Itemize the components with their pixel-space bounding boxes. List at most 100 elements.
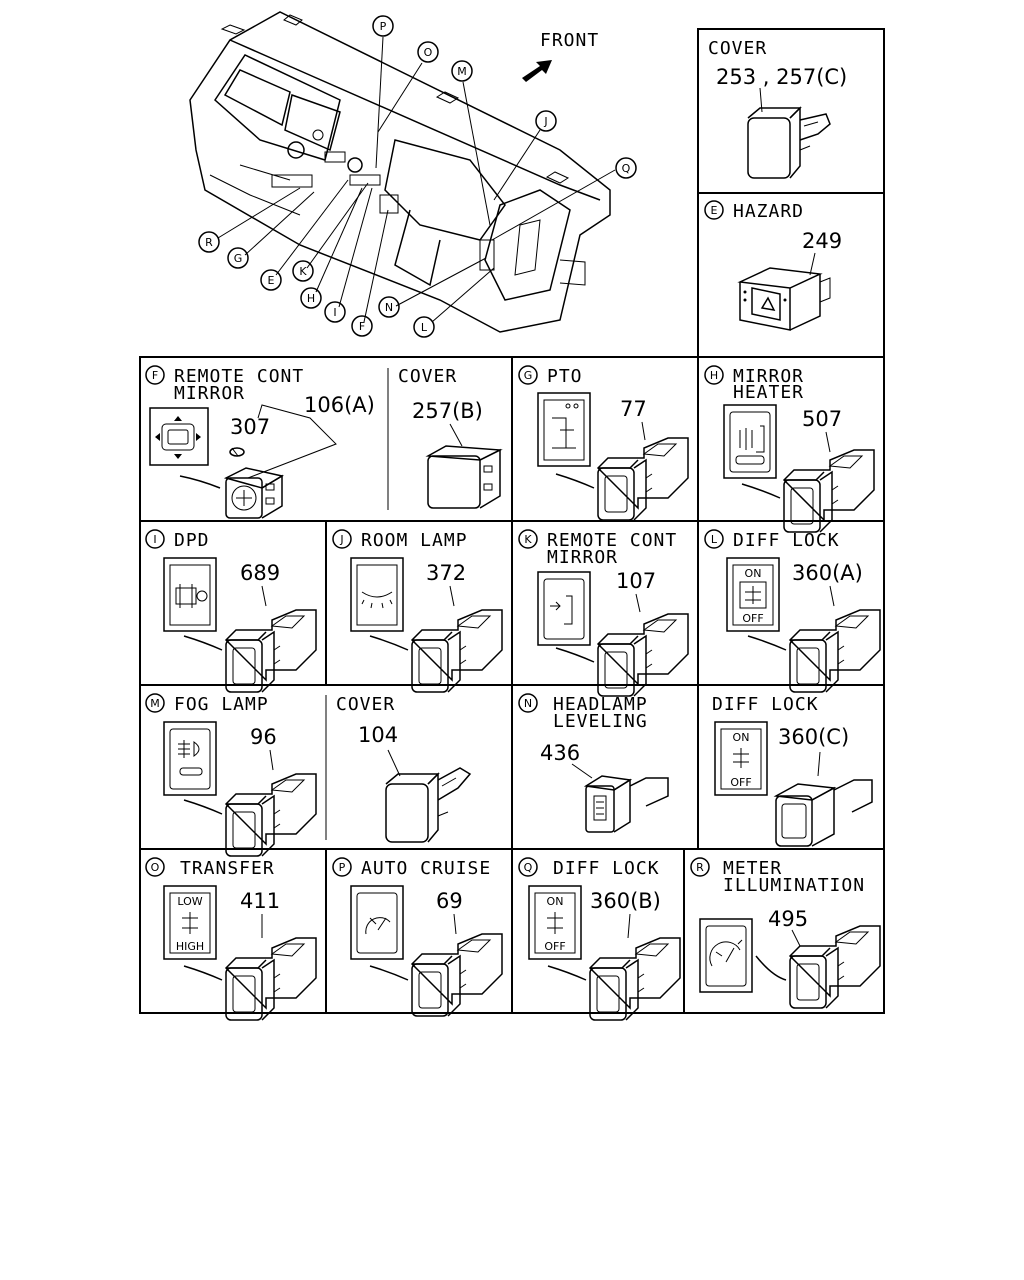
callout-n: N bbox=[378, 296, 400, 318]
svg-text:M: M bbox=[150, 697, 160, 710]
callout-e: E bbox=[260, 269, 282, 291]
svg-text:O: O bbox=[424, 46, 433, 59]
front-label: FRONT bbox=[540, 30, 599, 51]
callout-g: G bbox=[227, 247, 249, 269]
svg-text:R: R bbox=[696, 861, 704, 874]
svg-text:FOG LAMP: FOG LAMP bbox=[174, 694, 269, 715]
panel-n-diff-lock: DIFF LOCK 360(C) ON OFF bbox=[712, 694, 873, 847]
svg-text:104: 104 bbox=[358, 723, 398, 747]
front-arrow-icon bbox=[522, 60, 552, 82]
svg-text:411: 411 bbox=[240, 889, 280, 913]
panel-k-remote-mirror: K REMOTE CONT MIRROR 107 bbox=[518, 529, 689, 697]
svg-text:372: 372 bbox=[426, 561, 466, 585]
callout-l: L bbox=[413, 316, 435, 338]
svg-text:ON: ON bbox=[547, 895, 564, 908]
callout-h: H bbox=[300, 287, 322, 309]
svg-text:307: 307 bbox=[230, 415, 270, 439]
svg-text:N: N bbox=[385, 301, 393, 314]
svg-text:H: H bbox=[307, 292, 315, 305]
diff-lock-icon bbox=[745, 586, 761, 604]
panel-n-headlamp-leveling: N HEADLAMP LEVELING 436 bbox=[518, 693, 669, 833]
svg-text:77: 77 bbox=[620, 397, 647, 421]
panel-g-pto: G PTO 77 bbox=[518, 365, 689, 521]
svg-text:PTO: PTO bbox=[547, 366, 583, 387]
callout-j: J bbox=[535, 110, 557, 132]
panel-l-diff-lock: L DIFF LOCK 360(A) ON OFF bbox=[704, 529, 881, 693]
svg-text:ON: ON bbox=[733, 731, 750, 744]
svg-text:ILLUMINATION: ILLUMINATION bbox=[723, 875, 865, 896]
svg-text:J: J bbox=[543, 115, 547, 128]
diff-lock-icon bbox=[733, 748, 749, 768]
mirror-icon bbox=[550, 595, 573, 625]
dpd-icon bbox=[175, 584, 197, 608]
svg-text:H: H bbox=[710, 369, 718, 382]
svg-text:I: I bbox=[333, 306, 336, 319]
svg-text:TRANSFER: TRANSFER bbox=[180, 858, 275, 879]
svg-text:DIFF LOCK: DIFF LOCK bbox=[712, 694, 819, 715]
callout-m: M bbox=[451, 60, 473, 82]
svg-text:ON: ON bbox=[745, 567, 762, 580]
svg-text:P: P bbox=[339, 861, 346, 874]
svg-text:436: 436 bbox=[540, 741, 580, 765]
callout-p: P bbox=[372, 15, 394, 37]
svg-text:L: L bbox=[421, 321, 428, 334]
svg-text:Q: Q bbox=[524, 861, 533, 874]
svg-text:COVER: COVER bbox=[708, 38, 767, 59]
svg-text:495: 495 bbox=[768, 907, 808, 931]
panel-f-remote-mirror: F REMOTE CONT MIRROR 106(A) 307 bbox=[145, 365, 375, 519]
svg-text:HAZARD: HAZARD bbox=[733, 201, 804, 222]
svg-text:LOW: LOW bbox=[177, 895, 202, 908]
panel-m-fog-lamp: M FOG LAMP 96 bbox=[145, 693, 317, 857]
svg-text:DIFF LOCK: DIFF LOCK bbox=[733, 530, 840, 551]
svg-text:HEADLAMP: HEADLAMP bbox=[553, 694, 648, 715]
svg-text:REMOTE CONT: REMOTE CONT bbox=[547, 530, 677, 551]
panel-cover-top: COVER 253 , 257(C) bbox=[708, 38, 847, 179]
svg-text:L: L bbox=[711, 533, 718, 546]
svg-text:METER: METER bbox=[723, 858, 782, 879]
svg-text:HEATER: HEATER bbox=[733, 382, 804, 403]
panel-f-cover: COVER 257(B) bbox=[398, 366, 503, 509]
svg-text:DIFF LOCK: DIFF LOCK bbox=[553, 858, 660, 879]
meter-illumination-icon bbox=[709, 939, 743, 967]
panel-i-dpd: I DPD 689 bbox=[145, 529, 317, 693]
callout-f: F bbox=[351, 315, 373, 337]
callout-r: R bbox=[198, 231, 220, 253]
svg-text:OFF: OFF bbox=[730, 776, 751, 789]
heater-icon bbox=[739, 428, 753, 450]
callout-i: I bbox=[324, 301, 346, 323]
svg-text:689: 689 bbox=[240, 561, 280, 585]
transfer-icon bbox=[182, 912, 198, 934]
svg-text:I: I bbox=[153, 533, 156, 546]
svg-text:253 , 257(C): 253 , 257(C) bbox=[716, 65, 847, 89]
svg-text:N: N bbox=[524, 697, 532, 710]
svg-text:69: 69 bbox=[436, 889, 463, 913]
svg-text:G: G bbox=[234, 252, 243, 265]
svg-text:F: F bbox=[152, 369, 158, 382]
svg-text:360(A): 360(A) bbox=[792, 561, 863, 585]
svg-text:R: R bbox=[205, 236, 213, 249]
svg-text:E: E bbox=[268, 274, 275, 287]
svg-text:360(C): 360(C) bbox=[778, 725, 849, 749]
svg-text:257(B): 257(B) bbox=[412, 399, 483, 423]
svg-text:OFF: OFF bbox=[544, 940, 565, 953]
svg-text:507: 507 bbox=[802, 407, 842, 431]
svg-text:DPD: DPD bbox=[174, 530, 210, 551]
svg-text:AUTO CRUISE: AUTO CRUISE bbox=[361, 858, 491, 879]
fog-lamp-icon bbox=[178, 740, 200, 758]
pto-icon bbox=[552, 417, 576, 449]
dashboard-overview-drawing: FRONT P O M J Q R G E K H I F N L bbox=[189, 11, 637, 338]
panel-j-room-lamp: J ROOM LAMP 372 bbox=[332, 529, 503, 693]
svg-text:MIRROR: MIRROR bbox=[547, 547, 618, 568]
panel-grid bbox=[139, 28, 885, 1014]
callout-o: O bbox=[417, 41, 439, 63]
svg-text:O: O bbox=[151, 861, 160, 874]
svg-text:96: 96 bbox=[250, 725, 277, 749]
svg-text:P: P bbox=[380, 20, 387, 33]
panel-o-transfer: O TRANSFER 411 LOW HIGH bbox=[145, 857, 317, 1021]
svg-text:OFF: OFF bbox=[742, 612, 763, 625]
cruise-icon bbox=[365, 917, 391, 935]
svg-text:G: G bbox=[524, 369, 533, 382]
panel-r-meter-illumination: R METER ILLUMINATION 495 bbox=[690, 857, 881, 1009]
svg-text:106(A): 106(A) bbox=[304, 393, 375, 417]
